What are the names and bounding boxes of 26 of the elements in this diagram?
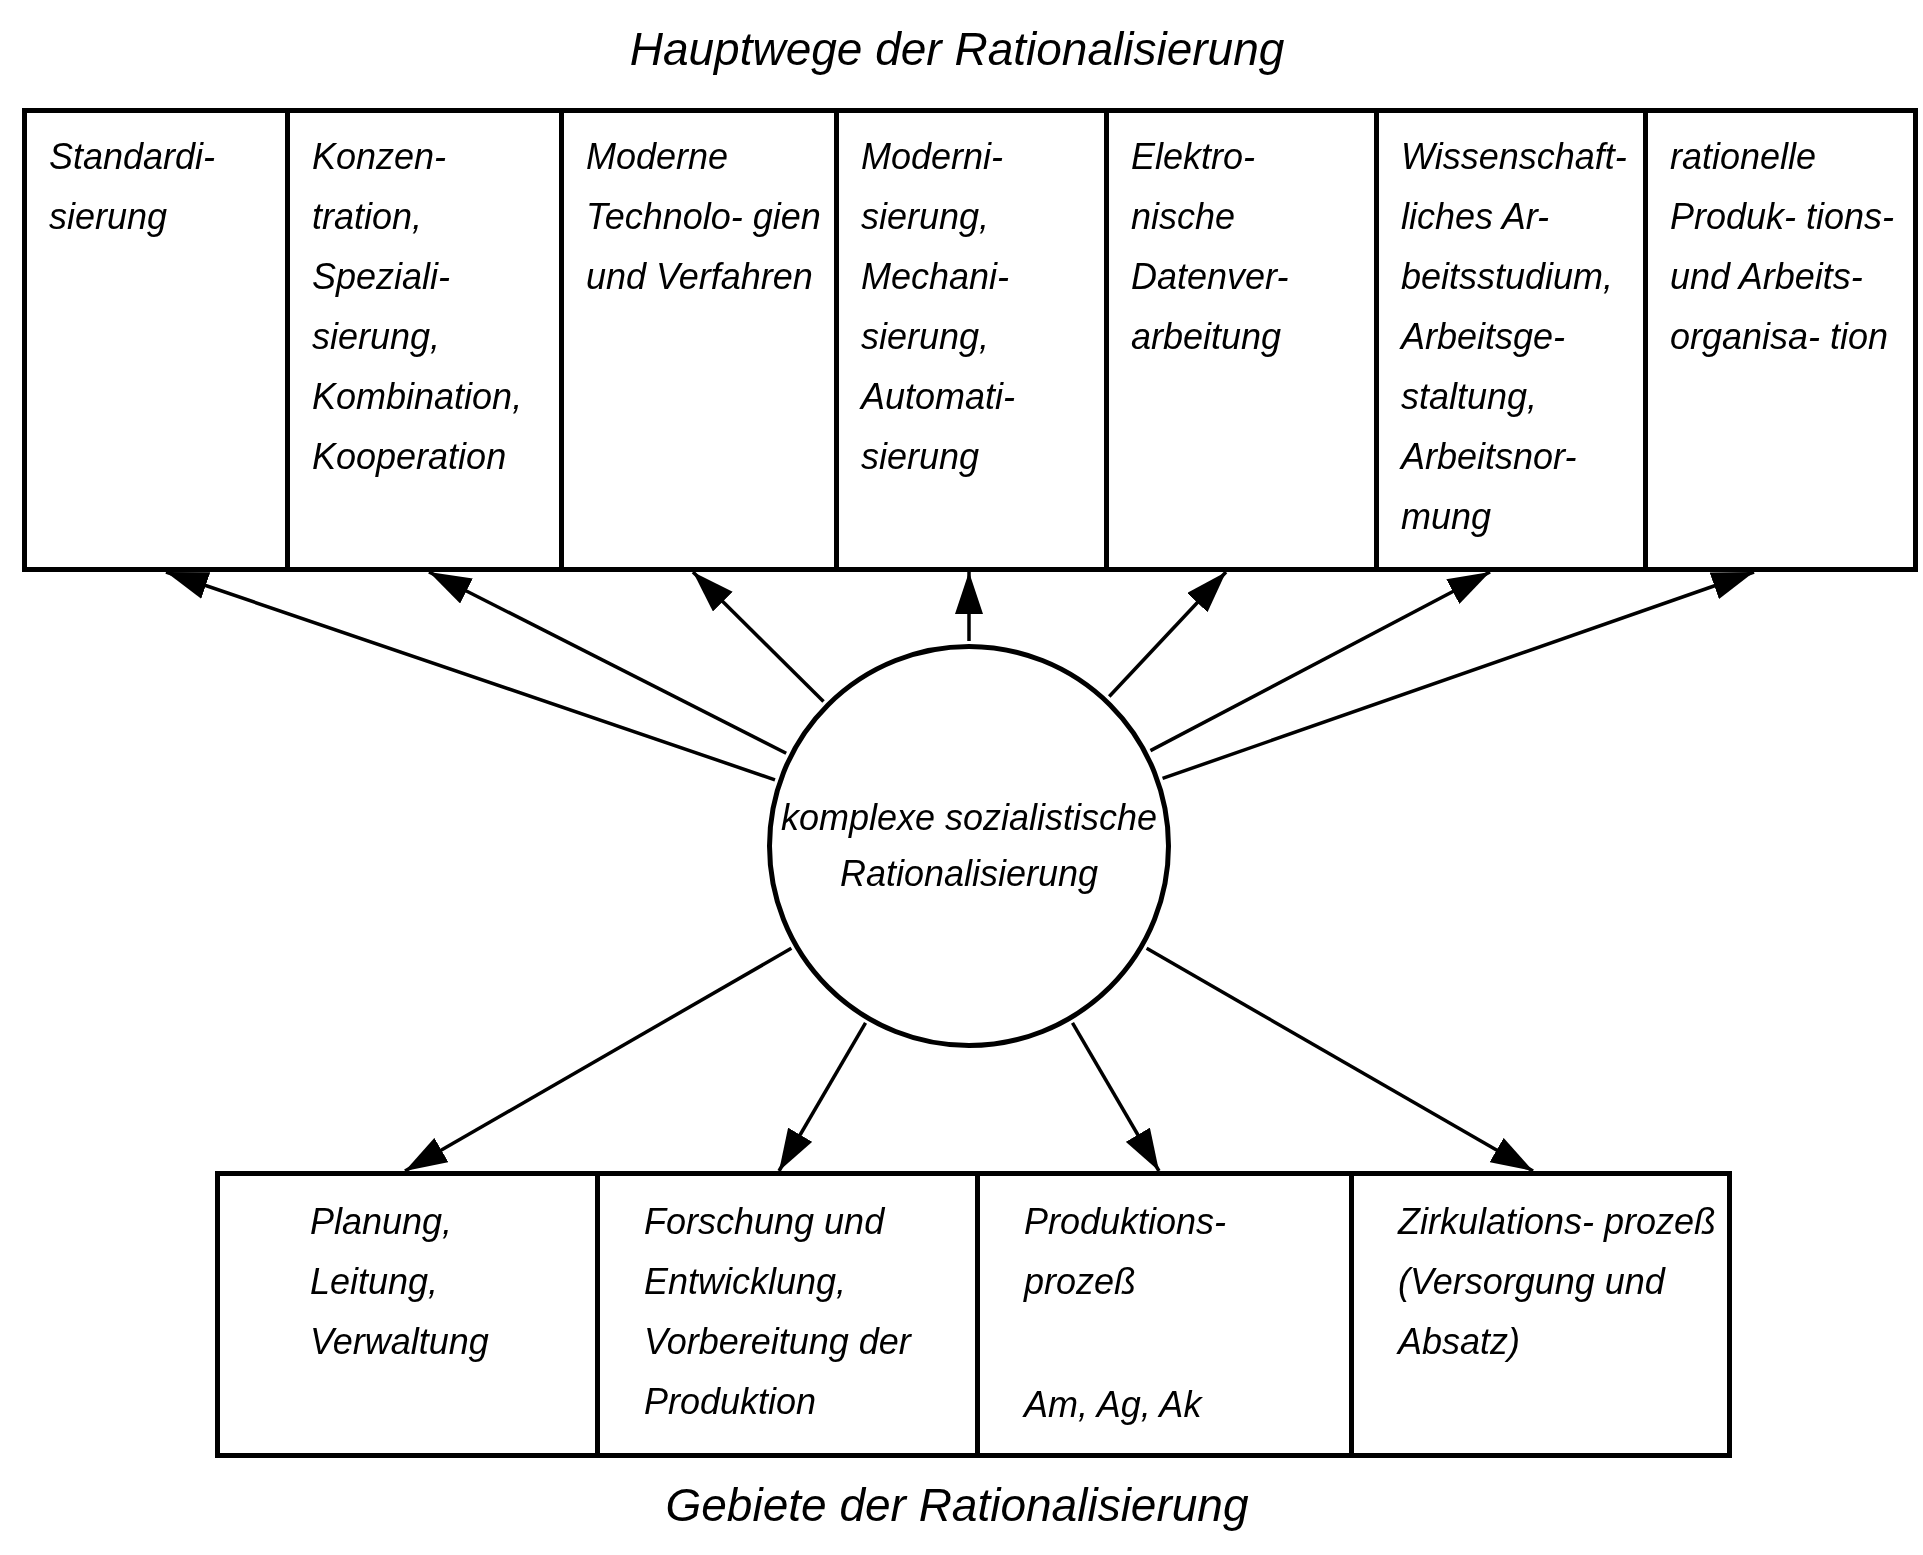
arrow (1145, 946, 1534, 1173)
box-text: Forschung und Entwicklung, Vorbereitung der Produktion (644, 1200, 913, 1424)
box-text: Am, Ag, Ak (1024, 1383, 1204, 1427)
arrow (1070, 1022, 1161, 1172)
box-text: rationelle Produk- tions-und Arbeits- organisa- tion (1670, 135, 1896, 359)
box-text: Produktions- prozeß (1024, 1200, 1228, 1304)
box-text: Moderne Technolo- gien und Verfahren (586, 135, 822, 299)
box-text: Standardi- sierung (49, 135, 217, 239)
arrow (1149, 570, 1491, 753)
arrow (955, 572, 983, 641)
arrow (1107, 570, 1228, 698)
box-text: Planung, Leitung, Verwaltung (310, 1200, 490, 1364)
box-text: Elektro- nische Datenver- arbeitung (1131, 135, 1290, 359)
box-text: komplexe sozialistische Rationalisierung (779, 796, 1159, 896)
box-text: Zirkulations- prozeß (Versorgung und Absatz) (1398, 1200, 1717, 1364)
arrow (165, 570, 776, 782)
box-text: Konzen- tration, Speziali- sierung, Kombination, Kooperation (312, 135, 524, 479)
arrow (404, 946, 793, 1173)
arrow (691, 570, 825, 703)
caption: Gebiete der Rationalisierung (665, 1478, 1249, 1532)
arrow (777, 1022, 868, 1172)
box-text: Moderni- sierung, Mechani- sierung, Automati- sierung (861, 135, 1017, 479)
box-text: Wissenschaft- liches Ar- beitsstudium, Arbeitsge- staltung, Arbeitsnor- mung (1401, 135, 1628, 539)
arrow (1161, 570, 1755, 781)
arrow (428, 570, 787, 755)
heading: Hauptwege der Rationalisierung (629, 22, 1285, 76)
